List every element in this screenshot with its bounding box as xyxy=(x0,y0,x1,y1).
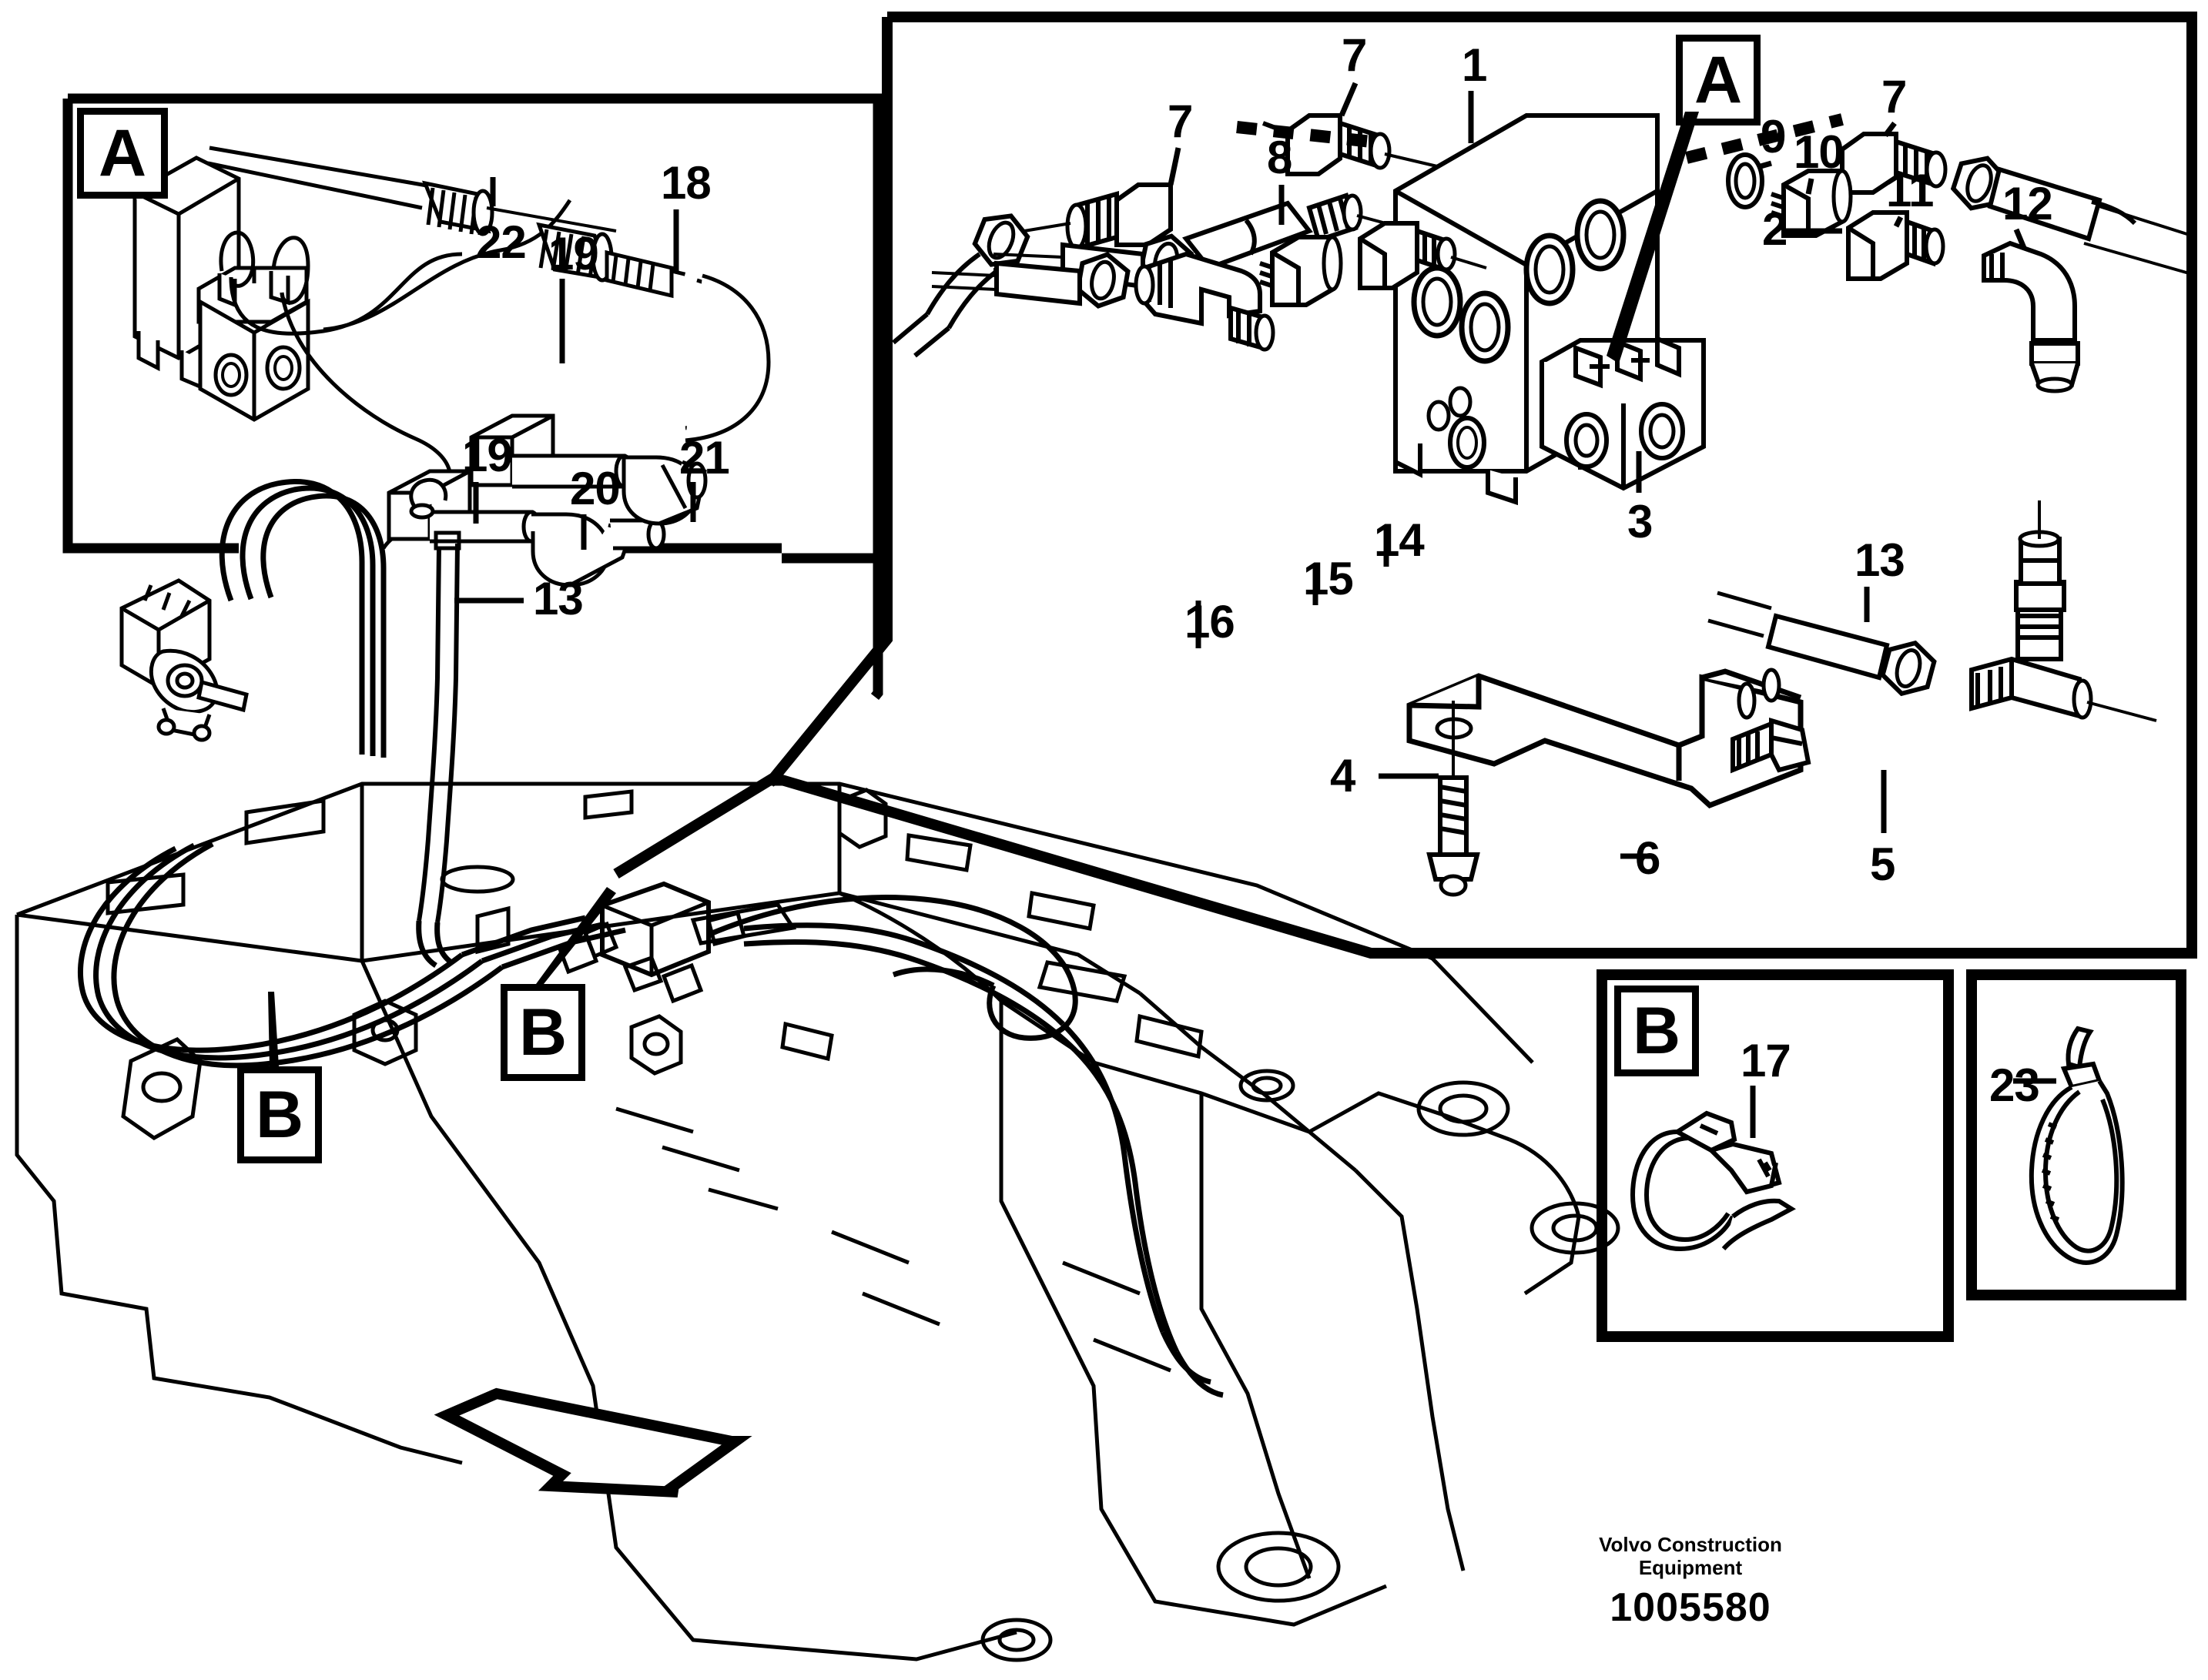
callout-6: 6 xyxy=(1635,832,1660,884)
hose-13-tee xyxy=(1707,500,2157,722)
solenoid-coil-assembly xyxy=(1540,335,1706,491)
callout-22: 22 xyxy=(476,216,527,268)
washer-9 xyxy=(1726,152,1764,209)
frame-marker-b-left: B xyxy=(237,1066,322,1163)
callout-10: 10 xyxy=(1794,126,1844,178)
nut-10 xyxy=(1771,169,1853,238)
callout-9: 9 xyxy=(1761,111,1786,162)
brand-line-2: Equipment xyxy=(1638,1555,1743,1579)
detail-label-a-box: A xyxy=(77,108,168,199)
callout-16: 16 xyxy=(1184,596,1235,648)
cable-tie-23 xyxy=(2029,1026,2125,1265)
frame-hose-routing xyxy=(78,479,1224,1398)
hidden-line-indicator xyxy=(1236,113,1844,164)
callout-1: 1 xyxy=(1462,39,1487,91)
callout-13-right: 13 xyxy=(1855,534,1905,586)
callout-18: 18 xyxy=(661,157,712,209)
callout-11: 11 xyxy=(1886,165,1934,216)
nut-15 xyxy=(1259,235,1343,307)
direction-arrow xyxy=(434,1387,752,1498)
footer-block: Volvo Construction Equipment 1005580 xyxy=(1529,1533,1852,1631)
detail-a-hose18 xyxy=(207,146,771,443)
callout-8: 8 xyxy=(1267,132,1292,183)
callout-15: 15 xyxy=(1303,553,1354,604)
detail-a-solenoid xyxy=(196,266,310,422)
callout-17: 17 xyxy=(1741,1035,1791,1086)
callout-2: 2 xyxy=(1762,203,1788,255)
fitting-7-left xyxy=(892,182,1173,358)
tee-16 xyxy=(931,250,1275,352)
callout-4: 4 xyxy=(1330,750,1355,802)
machine-frame xyxy=(15,781,1620,1662)
callout-7-left: 7 xyxy=(1168,95,1193,147)
callout-3: 3 xyxy=(1627,496,1653,547)
callout-7-top: 7 xyxy=(1342,29,1367,81)
detail-label-b-box: B xyxy=(1614,986,1699,1076)
bolt-6 xyxy=(1426,701,1480,897)
frame-marker-b-right: B xyxy=(501,984,585,1081)
coupling-11 xyxy=(1846,210,1945,281)
callout-19-lower: 19 xyxy=(462,430,513,481)
callout-19-upper: 19 xyxy=(548,228,599,279)
part-number: 1005580 xyxy=(1610,1585,1771,1630)
hose-clamp-17 xyxy=(1630,1110,1796,1252)
bolt-5 xyxy=(1731,717,1811,774)
callout-7-right: 7 xyxy=(1881,71,1907,122)
hose-connector-block xyxy=(119,578,249,742)
detail-label-a-main: A xyxy=(1676,35,1761,125)
elbow-12 xyxy=(1982,240,2080,393)
callout-23: 23 xyxy=(1989,1059,2040,1111)
hose-13-end-fitting xyxy=(409,477,448,520)
callout-12: 12 xyxy=(2002,178,2053,229)
callout-5: 5 xyxy=(1870,838,1895,890)
nut-14-lower xyxy=(1358,221,1487,290)
callout-14: 14 xyxy=(1374,514,1425,566)
callout-20: 20 xyxy=(570,463,621,514)
brand-line-1: Volvo Construction xyxy=(1599,1533,1782,1556)
callout-21: 21 xyxy=(679,432,730,484)
callout-13-frame: 13 xyxy=(533,573,584,624)
